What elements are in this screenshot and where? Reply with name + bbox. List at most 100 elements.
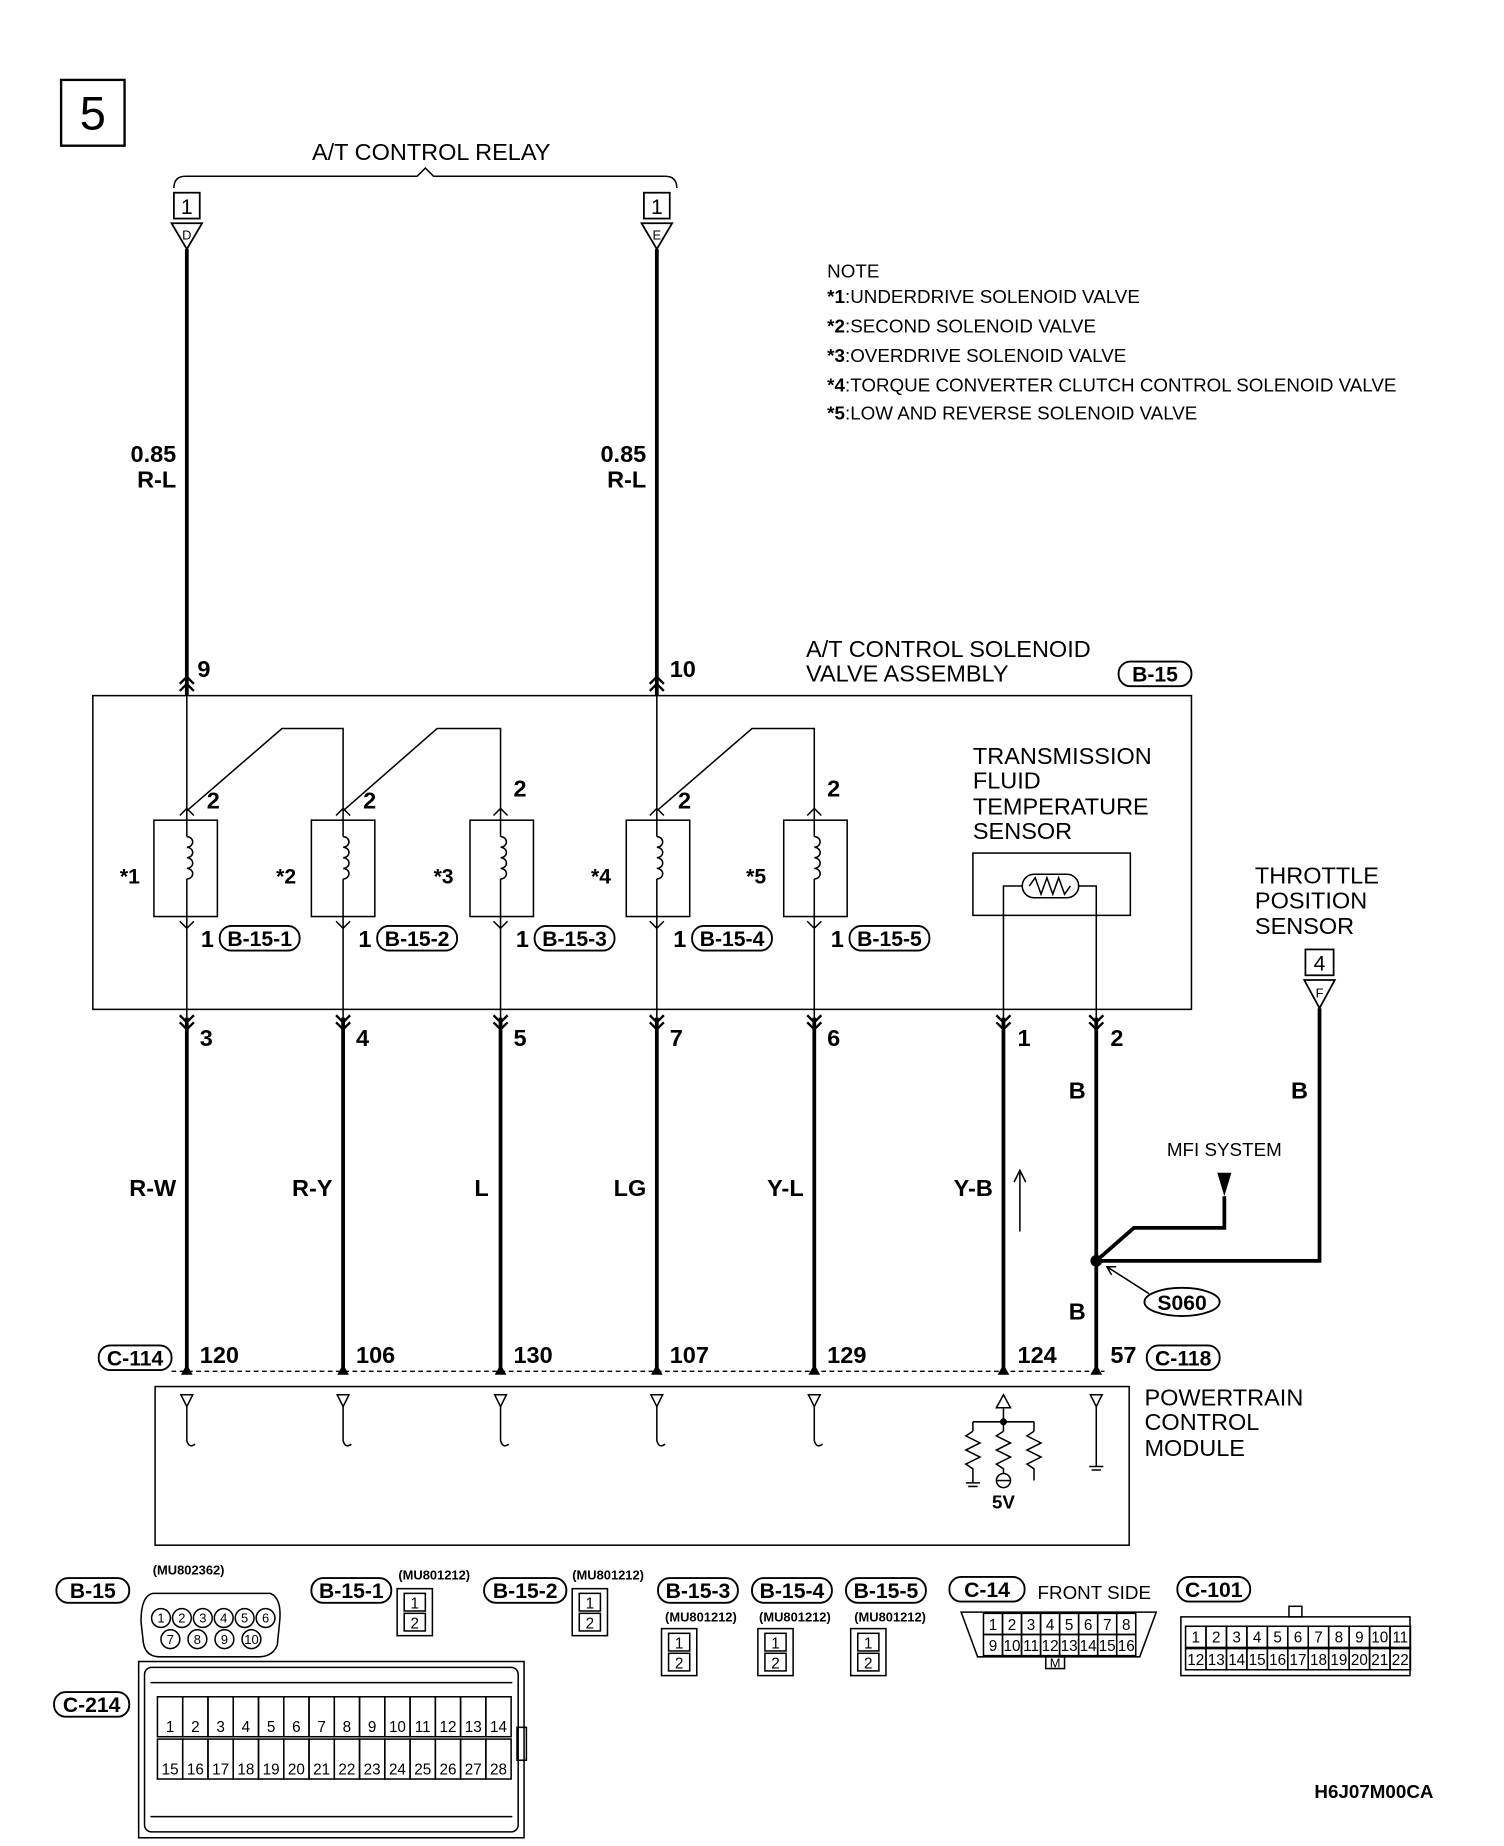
pcm-ground-circuit	[1089, 1394, 1104, 1471]
pin-number: 3	[1232, 1630, 1240, 1647]
assembly-pin-10: 10	[670, 656, 696, 682]
connector-up-chevron-icon	[649, 807, 665, 817]
pin-number: 17	[212, 1761, 229, 1778]
note-item: *4:TORQUE CONVERTER CLUTCH CONTROL SOLEN…	[827, 374, 1396, 395]
tps-wire-color: B	[1291, 1078, 1308, 1104]
solenoid-pin-top: 2	[207, 787, 220, 813]
tps-label-3: SENSOR	[1255, 913, 1354, 939]
solenoid-assembly-box	[92, 694, 1193, 1011]
pin-cell	[764, 1632, 787, 1652]
note-text: :LOW AND REVERSE SOLENOID VALVE	[845, 402, 1197, 423]
pcm-pin: 57	[1110, 1342, 1136, 1368]
relay-pin-right-number: 1	[651, 196, 663, 219]
pin-number: 1	[1192, 1630, 1200, 1647]
pcm-connector-left: C-114	[107, 1347, 164, 1370]
pin-cell	[403, 1592, 427, 1612]
relay-pin-left-letter: D	[182, 228, 191, 243]
resistor-icon	[994, 1430, 1013, 1474]
pin-circle	[192, 1607, 213, 1629]
pcm-connector-left-capsule	[97, 1344, 173, 1372]
pin-number: 13	[465, 1719, 482, 1736]
note-mark: *3	[827, 345, 845, 366]
note-item: *1:UNDERDRIVE SOLENOID VALVE	[827, 286, 1140, 307]
connector-down-chevron-icon	[648, 1021, 665, 1032]
connector-b-15-2-capsule	[483, 1577, 568, 1604]
pin-number: 2	[771, 1656, 779, 1673]
connector-body	[849, 1627, 887, 1677]
solenoid-connector-capsule	[218, 924, 301, 952]
pin-number: 4	[1253, 1630, 1262, 1647]
connector-down-chevron-icon	[492, 1014, 509, 1024]
relay-pin-left-number: 1	[181, 196, 193, 219]
connector-body	[660, 1627, 698, 1677]
pin-number: 20	[288, 1761, 305, 1778]
pin-number: 5	[267, 1719, 275, 1736]
tps-wire	[1096, 1008, 1322, 1263]
pin-cell	[578, 1592, 602, 1612]
connector-up-chevron-icon	[648, 675, 665, 685]
pin-number: 14	[490, 1719, 507, 1736]
splice-pointer-arrow-icon	[1105, 1265, 1150, 1295]
assembly-connector-capsule	[1117, 660, 1193, 688]
pin-number: 22	[1392, 1652, 1409, 1669]
pin-number: 6	[1294, 1630, 1302, 1647]
pin-cell	[1115, 1633, 1137, 1657]
pcm-label-2: CONTROL	[1144, 1409, 1259, 1435]
tps-pin-triangle	[1302, 979, 1337, 1011]
pin-number: 8	[343, 1719, 351, 1736]
pcm-pin-arrow-icon	[808, 1364, 821, 1375]
pin-number: 3	[199, 1611, 206, 1626]
solenoid-connector-capsule	[691, 924, 773, 952]
pcm-sensor-input-circuit: 5V	[964, 1393, 1043, 1513]
thermistor-zigzag-icon	[1028, 875, 1072, 897]
note-block: NOTE *1:UNDERDRIVE SOLENOID VALVE *2:SEC…	[827, 260, 1396, 423]
note-text: :TORQUE CONVERTER CLUTCH CONTROL SOLENOI…	[845, 374, 1396, 395]
input-triangle-icon	[179, 1394, 194, 1409]
solenoid-body	[310, 819, 376, 918]
connector-down-chevron-icon	[1088, 1021, 1105, 1032]
connector-body	[140, 1592, 281, 1658]
pin-number: 14	[1228, 1652, 1245, 1669]
pin-number: 1	[675, 1636, 683, 1653]
tps-label-2: POSITION	[1255, 887, 1367, 913]
pin-cell	[485, 1696, 512, 1738]
pin-number: 6	[292, 1719, 300, 1736]
connector-up-chevron-icon	[178, 675, 195, 685]
output-pin: 1	[1018, 1025, 1031, 1051]
pin-number: 22	[338, 1761, 355, 1778]
coil-icon	[186, 835, 194, 880]
wire-gauge-right: 0.85	[601, 441, 647, 467]
connector-c101-id: C-101	[1185, 1579, 1243, 1602]
pin-number: 10	[1371, 1630, 1388, 1647]
solenoid-pin-bottom: 1	[516, 926, 529, 952]
pin-number: 26	[439, 1761, 456, 1778]
output-wires	[184, 1017, 1099, 1373]
solenoid-pin-bottom: 1	[673, 926, 686, 952]
signal-direction-arrow-icon	[1013, 1168, 1027, 1232]
pin-number: 4	[1046, 1617, 1055, 1634]
connector-note: FRONT SIDE	[1038, 1582, 1151, 1603]
pin-circle	[214, 1629, 235, 1650]
connector-down-chevron-icon	[335, 920, 351, 930]
pin-number: 2	[178, 1611, 185, 1626]
solenoid-pin-bottom: 1	[831, 926, 844, 952]
mfi-system-label: MFI SYSTEM	[1167, 1139, 1282, 1160]
page-number: 5	[80, 86, 106, 139]
splice-id-capsule	[1143, 1286, 1221, 1317]
pin-number: 1	[411, 1596, 419, 1613]
connector-mark-box	[1044, 1656, 1066, 1670]
throttle-position-sensor: THROTTLE POSITION SENSOR 4 F B	[1096, 863, 1379, 1263]
relay-label: A/T CONTROL RELAY	[312, 139, 551, 165]
output-pin: 6	[827, 1025, 840, 1051]
mfi-branch-wire	[1095, 1196, 1227, 1263]
pcm-pin: 106	[356, 1342, 395, 1368]
wire-gauge-left: 0.85	[131, 441, 177, 467]
input-triangle-icon	[649, 1394, 664, 1409]
note-text: :UNDERDRIVE SOLENOID VALVE	[845, 286, 1140, 307]
driver-termination-icon	[186, 1406, 196, 1447]
pin-number: 10	[389, 1719, 406, 1736]
pin-number: 15	[1099, 1638, 1116, 1655]
pin-number: 19	[263, 1761, 280, 1778]
pin-number: 9	[989, 1638, 997, 1655]
pin-number: 7	[1314, 1630, 1322, 1647]
